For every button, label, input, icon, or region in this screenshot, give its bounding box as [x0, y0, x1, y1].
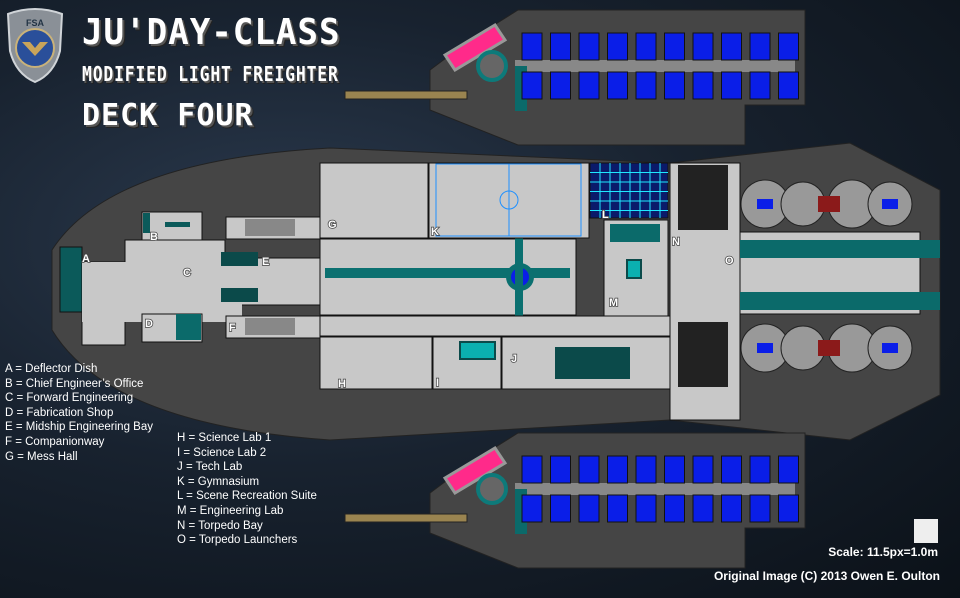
cargo-pod	[550, 71, 571, 100]
label-a: A	[82, 253, 90, 265]
legend-item: A = Deflector Dish	[5, 363, 98, 375]
cargo-pod	[749, 455, 771, 484]
cargo-pod	[550, 455, 571, 484]
fsa-badge-logo: FSA	[6, 8, 64, 84]
ship-subtitle: MODIFIED LIGHT FREIGHTER	[82, 62, 339, 86]
legend-item: N = Torpedo Bay	[177, 519, 263, 532]
cargo-pod	[607, 494, 628, 523]
legend-right: H = Science Lab 1 I = Science Lab 2 J = …	[177, 431, 317, 548]
cargo-pod	[778, 71, 799, 100]
cargo-pod	[664, 494, 685, 523]
cargo-pod	[635, 32, 657, 61]
cargo-pod	[692, 455, 714, 484]
cargo-pod	[607, 455, 628, 484]
cargo-pod	[578, 32, 600, 61]
cargo-pod	[635, 494, 657, 523]
label-k: K	[431, 226, 439, 238]
legend-item: E = Midship Engineering Bay	[5, 421, 153, 434]
legend-item: F = Companionway	[5, 435, 105, 448]
svg-text:FSA: FSA	[26, 18, 45, 28]
ship-class-title: JU'DAY-CLASS	[82, 12, 341, 53]
cargo-pod	[692, 71, 714, 100]
cargo-pod	[749, 71, 771, 100]
aft-corridor	[319, 315, 671, 337]
cargo-pod	[607, 32, 628, 61]
cargo-pod	[778, 455, 799, 484]
legend-item: C = Forward Engineering	[5, 392, 134, 405]
label-n: N	[672, 236, 680, 248]
cargo-pod	[635, 71, 657, 100]
legend-item: J = Tech Lab	[177, 461, 243, 474]
label-d: D	[145, 318, 153, 330]
label-l: L	[602, 209, 609, 221]
midship-bay-upper	[221, 252, 258, 266]
midship-bay-lower	[221, 288, 258, 302]
cargo-pod	[578, 455, 600, 484]
label-b: B	[150, 231, 158, 243]
label-f: F	[229, 322, 236, 334]
cargo-pod	[692, 494, 714, 523]
legend-item: D = Fabrication Shop	[5, 406, 114, 419]
cargo-pod	[664, 32, 685, 61]
legend-item: K = Gymnasium	[177, 475, 260, 488]
deck-title: DECK FOUR	[82, 98, 254, 133]
cargo-pod	[749, 32, 771, 61]
legend-item: L = Scene Recreation Suite	[177, 490, 317, 503]
cargo-pod	[635, 455, 657, 484]
legend-item: H = Science Lab 1	[177, 432, 272, 444]
label-i: I	[436, 377, 439, 389]
cargo-pod	[692, 32, 714, 61]
legend-item: G = Mess Hall	[5, 450, 78, 463]
cargo-pod	[521, 71, 543, 100]
cargo-pod	[578, 71, 600, 100]
label-o: O	[725, 255, 734, 267]
label-c: C	[183, 267, 191, 279]
legend-item: I = Science Lab 2	[177, 446, 267, 459]
cargo-pod	[550, 494, 571, 523]
label-h: H	[338, 378, 346, 390]
label-m: M	[609, 297, 618, 309]
cargo-pod	[721, 455, 742, 484]
copyright-text: Original Image (C) 2013 Owen E. Oulton	[713, 569, 940, 583]
upper-nacelle	[343, 8, 807, 147]
label-g: G	[328, 219, 337, 231]
cargo-pod	[664, 455, 685, 484]
label-e: E	[262, 256, 269, 268]
lower-nacelle	[343, 431, 807, 570]
mess-hall	[319, 162, 429, 239]
deflector-dish-room	[59, 246, 83, 313]
cargo-pod	[749, 494, 771, 523]
cargo-pod	[578, 494, 600, 523]
cargo-pod	[721, 32, 742, 61]
cargo-pod	[778, 32, 799, 61]
science-lab-1	[319, 336, 433, 390]
cargo-pod	[721, 71, 742, 100]
legend-item: B = Chief Engineer’s Office	[5, 377, 144, 390]
cargo-pod	[721, 494, 742, 523]
cargo-pod	[521, 32, 543, 61]
legend-item: M = Engineering Lab	[177, 504, 284, 517]
cargo-pod	[778, 494, 799, 523]
cargo-pod	[607, 71, 628, 100]
cargo-pod	[550, 32, 571, 61]
cargo-pod	[521, 455, 543, 484]
scale-figures-icon	[914, 519, 938, 543]
label-j: J	[511, 353, 517, 365]
legend-item: O = Torpedo Launchers	[177, 534, 298, 547]
scale-text: Scale: 11.5px=1.0m	[828, 545, 938, 559]
legend-left: A = Deflector Dish B = Chief Engineer’s …	[5, 362, 153, 464]
cargo-pod	[521, 494, 543, 523]
cargo-pod	[664, 71, 685, 100]
